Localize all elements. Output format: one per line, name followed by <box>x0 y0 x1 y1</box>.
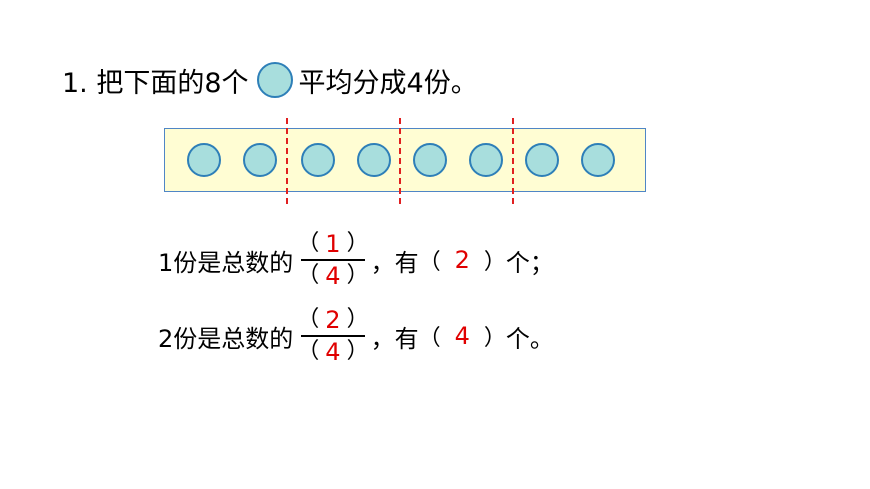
question-line: 1. 把下面的8个 平均分成4份。 <box>62 58 478 102</box>
fraction-bar <box>300 259 365 261</box>
circle-7 <box>525 143 559 177</box>
close-paren: ） <box>483 250 506 275</box>
row2-denominator-blank: （ 4 ） <box>297 338 368 366</box>
open-paren: （ <box>297 339 320 364</box>
circle-6 <box>469 143 503 177</box>
circle-5 <box>413 143 447 177</box>
circle-group-box <box>164 128 646 192</box>
row2-denominator: 4 <box>325 338 341 366</box>
row1-tail: 个； <box>505 248 554 277</box>
fraction-bar <box>300 335 365 337</box>
circle-2 <box>243 143 277 177</box>
row1-count: 2 <box>454 246 470 274</box>
row1-numerator-blank: （ 1 ） <box>297 230 368 258</box>
row1-mid: ，有 <box>370 248 419 277</box>
row1-denominator-blank: （ 4 ） <box>297 262 368 290</box>
question-prefix: 1. 把下面的8个 <box>62 67 249 99</box>
row2-count: 4 <box>454 322 470 350</box>
row2-count-blank: （ 4 ） <box>419 320 506 352</box>
answer-row-1: 1份是总数的 （ 1 ） （ 4 ） ，有 （ 2 ） 个； <box>158 230 554 290</box>
row2-tail: 个。 <box>505 324 554 353</box>
divider-line-3 <box>512 118 514 204</box>
row1-denominator: 4 <box>325 262 341 290</box>
row2-fraction: （ 2 ） （ 4 ） <box>297 306 368 366</box>
circle-1 <box>187 143 221 177</box>
open-paren: （ <box>297 263 320 288</box>
row2-numerator: 2 <box>325 306 341 334</box>
open-paren: （ <box>297 231 320 256</box>
question-suffix: 平均分成4份。 <box>298 67 478 99</box>
close-paren: ） <box>483 326 506 351</box>
row1-count-blank: （ 2 ） <box>419 244 506 276</box>
answer-row-2: 2份是总数的 （ 2 ） （ 4 ） ，有 （ 4 ） 个。 <box>158 306 554 366</box>
open-paren: （ <box>418 250 441 275</box>
row2-numerator-blank: （ 2 ） <box>297 306 368 334</box>
row1-lead: 1份是总数的 <box>158 248 294 277</box>
row2-mid: ，有 <box>370 324 419 353</box>
open-paren: （ <box>418 326 441 351</box>
divider-line-1 <box>286 118 288 204</box>
circle-4 <box>357 143 391 177</box>
close-paren: ） <box>346 339 369 364</box>
row2-lead: 2份是总数的 <box>158 324 294 353</box>
open-paren: （ <box>297 307 320 332</box>
circle-icon <box>256 62 293 98</box>
close-paren: ） <box>346 263 369 288</box>
row1-fraction: （ 1 ） （ 4 ） <box>297 230 368 290</box>
circle-3 <box>301 143 335 177</box>
row1-numerator: 1 <box>325 230 341 258</box>
divider-line-2 <box>399 118 401 204</box>
close-paren: ） <box>346 307 369 332</box>
close-paren: ） <box>346 231 369 256</box>
circle-8 <box>581 143 615 177</box>
